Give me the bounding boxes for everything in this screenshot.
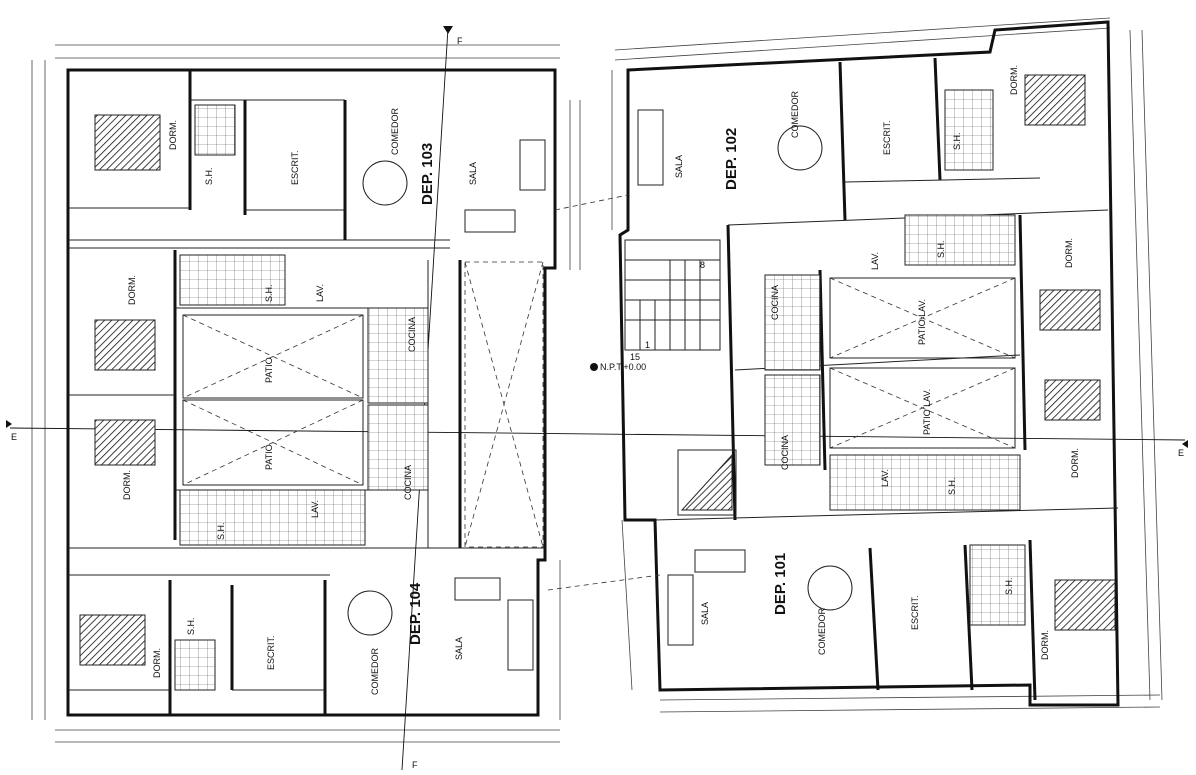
bridge-line-top xyxy=(554,194,629,211)
axis-e-left-label: E xyxy=(11,432,17,442)
room-sh-r4: S.H. xyxy=(1004,577,1014,595)
room-sh-1: S.H. xyxy=(204,167,214,185)
room-dorm-r2: DORM. xyxy=(1064,238,1074,268)
room-sh-r1: S.H. xyxy=(952,132,962,150)
room-sala-4: SALA xyxy=(454,637,464,660)
level-marker: N.P.T.+0.00 xyxy=(590,362,646,372)
unit-label-dep101: DEP. 101 xyxy=(772,553,789,615)
room-patio-lav-r2: PATIO LAV. xyxy=(917,299,927,345)
room-dorm-4: DORM. xyxy=(152,648,162,678)
section-axis-e: E E xyxy=(6,420,1188,458)
room-dorm-r3: DORM. xyxy=(1070,448,1080,478)
unit-label-dep104: DEP. 104 xyxy=(407,582,424,645)
unit-label-dep102: DEP. 102 xyxy=(723,128,740,190)
room-sh-3: S.H. xyxy=(216,522,226,540)
room-comedor-r1: COMEDOR xyxy=(790,91,800,139)
dimension-lines-right xyxy=(611,17,1163,713)
room-sh-2: S.H. xyxy=(264,284,274,302)
room-dorm-r4: DORM. xyxy=(1040,630,1050,660)
room-lav-r2: LAV. xyxy=(870,252,880,270)
room-dorm-3: DORM. xyxy=(122,470,132,500)
room-dorm-2: DORM. xyxy=(127,275,137,305)
room-cocina-2: COCINA xyxy=(407,317,417,352)
room-comedor-4: COMEDOR xyxy=(370,648,380,696)
dimension-lines-left xyxy=(31,44,581,743)
room-lav-r3: LAV. xyxy=(880,469,890,487)
unit-label-dep103: DEP. 103 xyxy=(419,143,436,205)
room-comedor-r4: COMEDOR xyxy=(817,608,827,656)
right-building: 1 8 15 xyxy=(618,20,1120,707)
room-escrit-1: ESCRIT. xyxy=(290,150,300,185)
room-sala-r4: SALA xyxy=(700,602,710,625)
room-escrit-4: ESCRIT. xyxy=(266,635,276,670)
room-sala-1: SALA xyxy=(468,162,478,185)
room-sh-r3: S.H. xyxy=(947,477,957,495)
axis-e-right-label: E xyxy=(1178,448,1184,458)
stair-number-15: 15 xyxy=(630,352,640,362)
bridge-line-bottom xyxy=(547,574,661,591)
room-lav-2: LAV. xyxy=(315,284,325,302)
left-building xyxy=(66,68,557,717)
room-patio-3: PATIO xyxy=(264,444,274,470)
stair-steps xyxy=(625,259,720,350)
room-escrit-r4: ESCRIT. xyxy=(910,595,920,630)
room-lav-3: LAV. xyxy=(310,500,320,518)
room-comedor-1: COMEDOR xyxy=(390,108,400,156)
room-cocina-r2: COCINA xyxy=(770,285,780,320)
room-sh-r2: S.H. xyxy=(936,240,946,258)
room-cocina-r3: COCINA xyxy=(780,435,790,470)
room-dorm-r1: DORM. xyxy=(1009,65,1019,95)
room-sala-r1: SALA xyxy=(674,155,684,178)
room-dorm-1: DORM. xyxy=(168,120,178,150)
axis-f-top-label: F xyxy=(457,36,463,46)
room-escrit-r1: ESCRIT. xyxy=(882,120,892,155)
room-patio-lav-r3: PATIO LAV. xyxy=(922,389,932,435)
room-patio-2: PATIO xyxy=(264,357,274,383)
axis-f-bottom-label: F xyxy=(412,760,418,770)
level-marker-label: N.P.T.+0.00 xyxy=(600,362,646,372)
room-cocina-3: COCINA xyxy=(403,465,413,500)
stair-number-8: 8 xyxy=(700,260,705,270)
stair-number-1: 1 xyxy=(645,340,650,350)
room-sh-4: S.H. xyxy=(186,617,196,635)
